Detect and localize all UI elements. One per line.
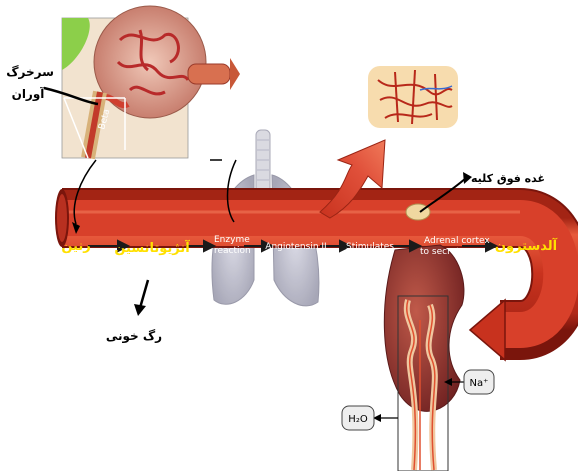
sodium-label: Na⁺ — [470, 378, 489, 389]
enzyme-reaction-label: Enzyme reaction — [214, 235, 253, 256]
aldosterone-label: آلدسترون — [495, 237, 558, 254]
adrenal-gland-label: غده فوق کلیه — [471, 172, 545, 185]
adrenal-cortex-line2: to secrete — [420, 247, 466, 257]
blood-vessel-label: رگ خونی — [106, 328, 162, 344]
water-label: H₂O — [348, 414, 368, 425]
stimulates-label: Stimulates — [346, 242, 394, 252]
enzyme-reaction-line1: Enzyme — [214, 235, 250, 245]
enzyme-reaction-line2: reaction — [214, 246, 251, 256]
water-bubble: H₂O — [342, 406, 398, 430]
afferent-arteriole-line2: آوران — [12, 86, 46, 102]
afferent-arteriole-label: سرخرگ آوران — [2, 64, 54, 102]
angiotensinogen-label: آنژیوتانسین — [114, 239, 190, 256]
capillary-network-illustration — [368, 66, 458, 128]
angiotensin-ii-label: Angiotensin II — [265, 242, 326, 252]
renin-label: رنین — [61, 239, 90, 254]
blood-vessel-pointer — [140, 280, 148, 308]
afferent-arteriole-line1: سرخرگ — [6, 64, 54, 79]
glomerulus-illustration: Beta — [62, 6, 240, 158]
adrenal-cortex-line1: Adrenal cortex — [424, 236, 490, 246]
